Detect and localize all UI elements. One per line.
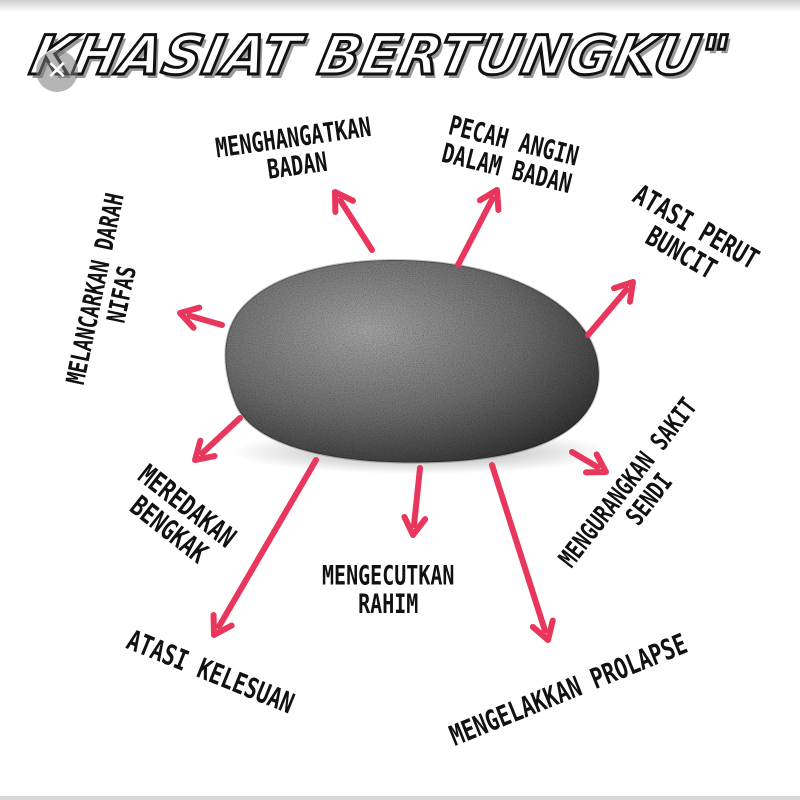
status-bar-strip bbox=[0, 0, 800, 12]
arrow-melancarkan-darah-nifas bbox=[177, 304, 225, 331]
benefit-label-mengecutkan-rahim: MENGECUTKAN RAHIM bbox=[322, 558, 455, 620]
close-button[interactable]: ✕ bbox=[36, 50, 78, 92]
arrow-pecah-angin bbox=[455, 187, 502, 268]
arrow-menghangatkan-badan bbox=[332, 189, 375, 253]
arrow-mengurangkan-sakit-sendi bbox=[569, 449, 609, 476]
arrow-mengelakkan-prolapse bbox=[489, 462, 556, 643]
bottom-divider bbox=[0, 796, 800, 800]
arrow-mengecutkan-rahim bbox=[401, 465, 429, 538]
arrow-atasi-perut-buncit bbox=[585, 279, 636, 338]
arrow-atasi-kelesuan bbox=[210, 457, 319, 638]
granite-stone bbox=[224, 259, 600, 464]
close-icon: ✕ bbox=[46, 56, 68, 86]
arrow-meredakan-bengkak bbox=[192, 415, 243, 463]
